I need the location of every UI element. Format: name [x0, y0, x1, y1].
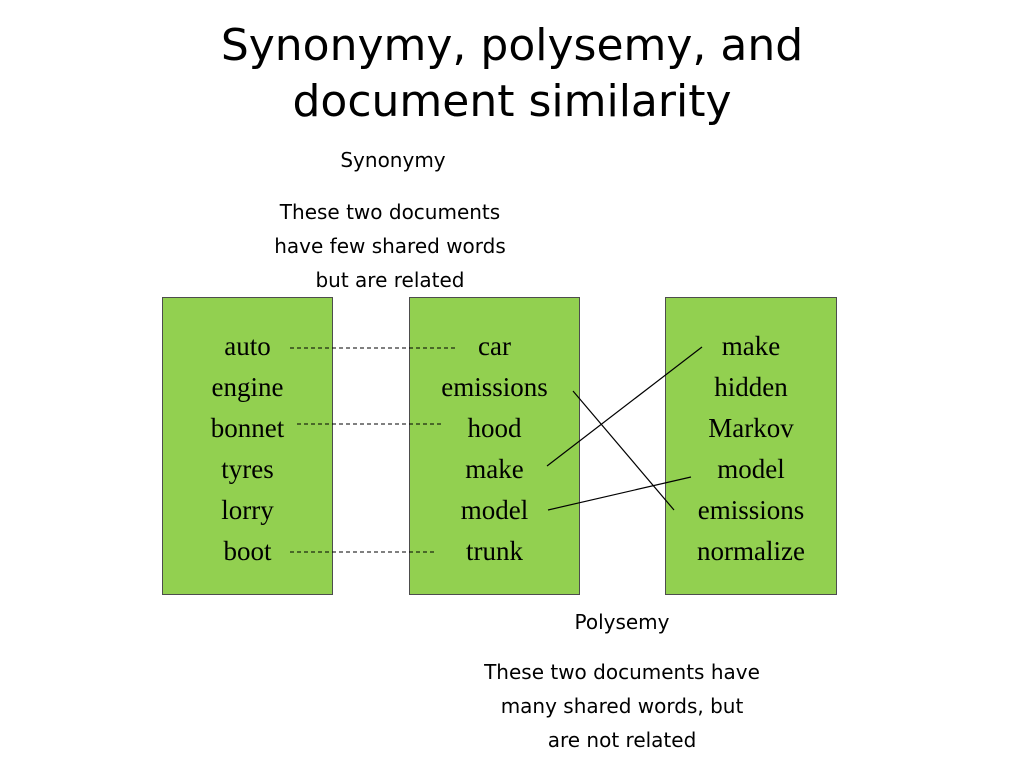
doc1-word-bonnet: bonnet — [210, 413, 285, 443]
synonymy-line-1: These two documents — [279, 200, 501, 224]
title-line-1: Synonymy, polysemy, and — [220, 20, 804, 71]
doc1-word-lorry: lorry — [221, 495, 274, 525]
doc3-word-model: model — [717, 454, 785, 484]
link-model-model — [547, 476, 692, 511]
doc1-word-boot: boot — [223, 536, 272, 566]
doc2-word-emissions: emissions — [441, 372, 548, 402]
polysemy-heading: Polysemy — [574, 610, 670, 634]
link-emissions-emissions — [572, 390, 675, 511]
synonymy-caption: Synonymy These two documents have few sh… — [230, 143, 550, 297]
title-line-2: document similarity — [292, 76, 732, 127]
doc1-word-tyres: tyres — [221, 454, 274, 484]
doc2-word-make: make — [465, 454, 524, 484]
doc2-word-trunk: trunk — [466, 536, 523, 566]
document-box-3: make hidden Markov model emissions norma… — [665, 297, 837, 595]
doc2-word-hood: hood — [467, 413, 522, 443]
doc3-word-markov: Markov — [708, 413, 794, 443]
doc3-word-emissions: emissions — [697, 495, 805, 525]
doc2-word-car: car — [478, 331, 511, 361]
polysemy-line-1: These two documents have — [484, 660, 760, 684]
synonymy-line-2: have few shared words — [274, 234, 506, 258]
polysemy-line-2: many shared words, but — [500, 694, 744, 718]
doc2-word-model: model — [460, 495, 529, 525]
synonymy-line-3: but are related — [315, 268, 465, 292]
polysemy-line-3: are not related — [547, 728, 697, 752]
doc3-word-hidden: hidden — [714, 372, 788, 402]
doc3-word-normalize: normalize — [697, 536, 805, 566]
document-box-2: car emissions hood make model trunk — [409, 297, 580, 595]
doc1-word-auto: auto — [224, 331, 271, 361]
doc3-word-make: make — [721, 331, 781, 361]
polysemy-caption: Polysemy These two documents have many s… — [452, 605, 792, 757]
synonymy-heading: Synonymy — [340, 148, 446, 172]
document-box-1: auto engine bonnet tyres lorry boot — [162, 297, 333, 595]
doc1-word-engine: engine — [211, 372, 284, 402]
link-make-make — [546, 346, 703, 467]
slide-title: Synonymy, polysemy, and document similar… — [0, 18, 1024, 130]
